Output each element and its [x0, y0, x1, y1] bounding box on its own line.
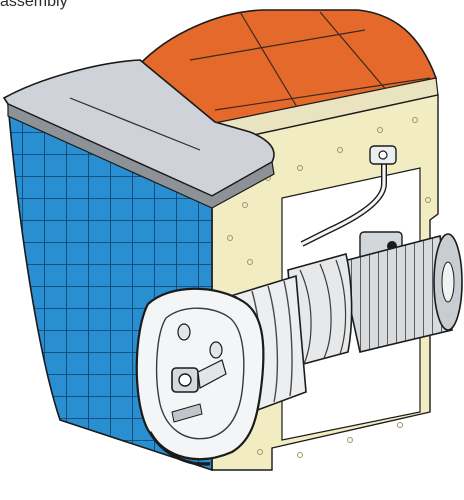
- figure-caption: assembly: [0, 0, 68, 10]
- nozzle-icon: [171, 323, 227, 393]
- faceplate-icon: [135, 287, 265, 466]
- pump-motor-icon: [287, 231, 463, 368]
- pipe-icon: [300, 145, 397, 247]
- coping-stone: [2, 59, 275, 209]
